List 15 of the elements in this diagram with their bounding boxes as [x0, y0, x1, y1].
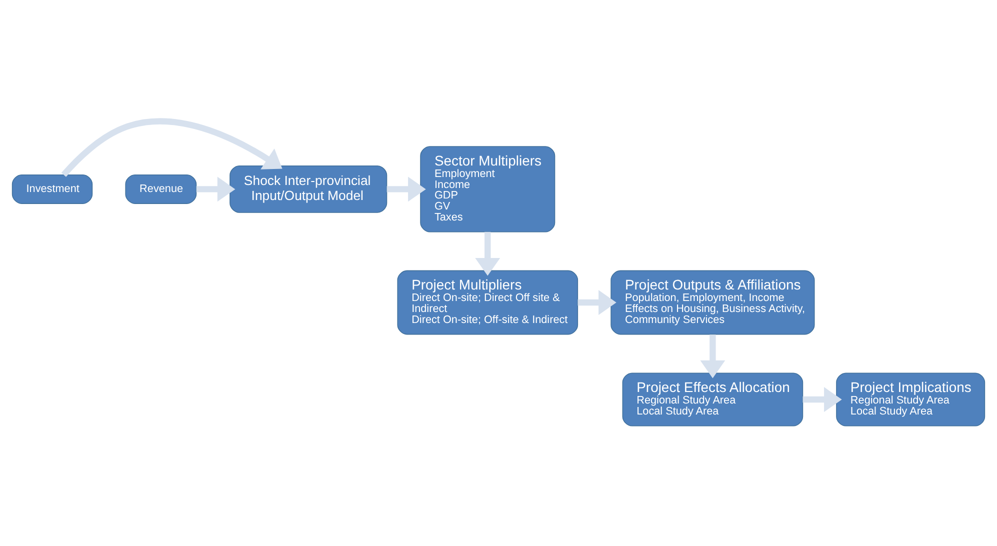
arrow	[61, 118, 282, 176]
arrow	[386, 176, 426, 202]
node-box: Investment	[12, 174, 93, 204]
node-box: Shock Inter-provincial Input/Output Model	[230, 165, 388, 212]
arrow	[475, 231, 500, 276]
arrow	[700, 334, 726, 378]
arrow	[196, 176, 236, 202]
node-box: Revenue	[125, 174, 197, 204]
arrow	[802, 386, 842, 412]
node-box: Project Multipliers Direct On-site; Direct Off site & Indirect Direct On-site; Off-site & Indirect	[397, 270, 578, 334]
node-box: Project Outputs & Affiliations Population, Employment, Income Effects on Housing, Business Activity, Community Services	[610, 270, 815, 334]
node-box: Project Effects Allocation Regional Study Area Local Study Area	[622, 372, 804, 426]
node-box: Sector Multipliers Employment Income GDP GV Taxes	[420, 146, 556, 232]
arrow	[578, 290, 616, 314]
node-box: Project Implications Regional Study Area Local Study Area	[836, 372, 986, 426]
